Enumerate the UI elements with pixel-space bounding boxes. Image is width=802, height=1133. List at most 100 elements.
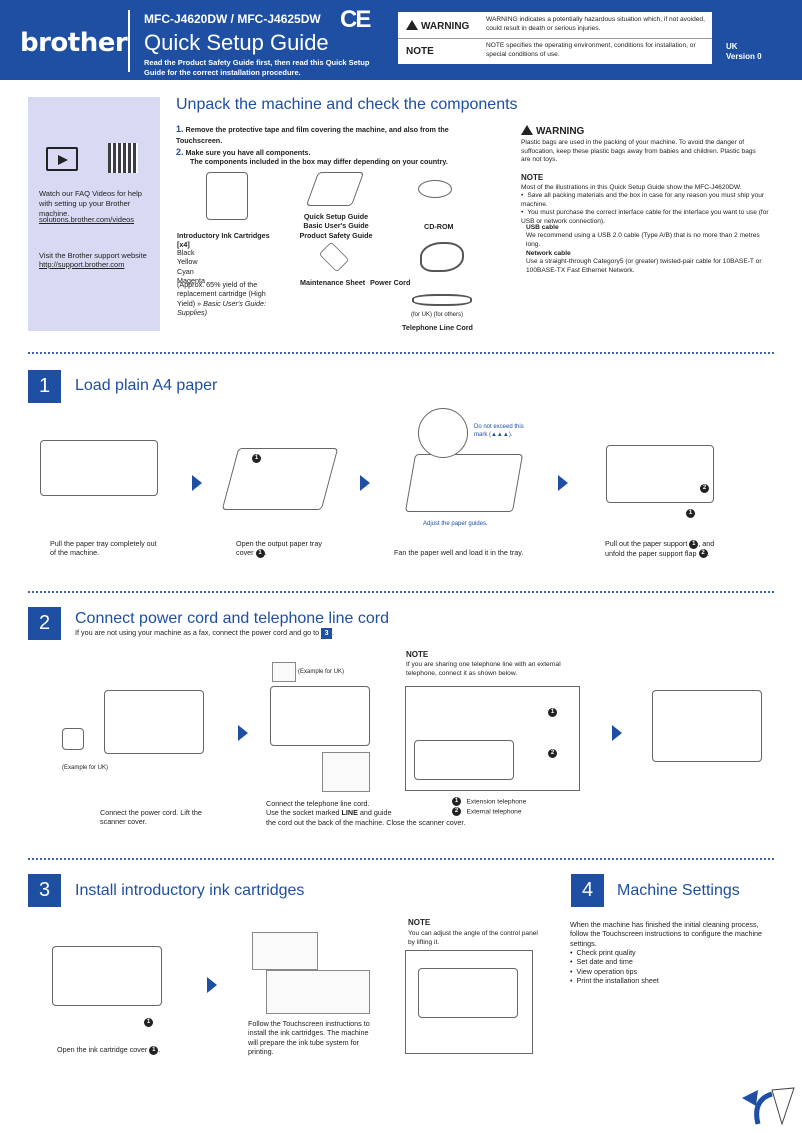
legend-note-key: NOTE	[406, 46, 434, 57]
unpack-title: Unpack the machine and check the compone…	[176, 96, 518, 113]
header-banner: brother MFC-J4620DW / MFC-J4625DW CE Qui…	[0, 0, 802, 80]
section-divider	[28, 352, 774, 354]
read-first-note: Read the Product Safety Guide first, the…	[144, 58, 370, 77]
step4-title: Machine Settings	[617, 882, 740, 899]
doc-item: Quick Setup Guide	[303, 212, 369, 221]
step2-caption-2: Connect the telephone line cord. Use the…	[266, 799, 466, 827]
ink-color: Magenta	[177, 276, 205, 286]
support-link[interactable]: http://support.brother.com	[39, 260, 125, 269]
next-arrow-icon	[558, 475, 568, 491]
documents-illustration	[305, 172, 365, 206]
step2-caption-1: Connect the power cord. Lift the scanner…	[100, 808, 202, 827]
section-divider	[28, 858, 774, 860]
callout-1-icon: 1	[452, 797, 461, 806]
step2-title: Connect power cord and telephone line co…	[75, 610, 389, 627]
list-item: Set date and time	[570, 957, 770, 966]
documents-list: Quick Setup Guide Basic User's Guide Pro…	[296, 212, 376, 240]
step3-title: Install introductory ink cartridges	[75, 882, 305, 899]
step1-caption-4: Pull out the paper support 1, and unfold…	[605, 539, 715, 559]
callout-1-icon: 1	[548, 704, 557, 722]
step1-number: 1	[28, 370, 61, 403]
version-label: Version 0	[726, 51, 762, 61]
external-telephone-legend: 2 External telephone	[452, 806, 526, 817]
next-arrow-icon	[207, 977, 217, 993]
step4-intro: When the machine has finished the initia…	[570, 920, 763, 948]
step1-caption-2: Open the output paper tray cover 1.	[236, 539, 322, 558]
shared-line-diagram	[405, 686, 580, 791]
callout-2-icon: 2	[698, 549, 708, 559]
usb-cable-title: USB cable	[526, 224, 559, 231]
exceed-mark-zoom-illustration	[418, 408, 468, 458]
unpack-step1: 1. Remove the protective tape and film c…	[176, 124, 449, 145]
ink-color-list: Black Yellow Cyan Magenta	[177, 248, 205, 285]
list-item: You must purchase the correct interface …	[521, 209, 771, 226]
step1-title: Load plain A4 paper	[75, 377, 218, 394]
telephone-cord-label: Telephone Line Cord	[402, 323, 473, 332]
brand-logo: brother	[20, 28, 128, 58]
power-cord-connect-illustration	[104, 690, 204, 754]
line-socket-zoom-illustration	[322, 752, 370, 792]
ink-color: Cyan	[177, 266, 194, 276]
section-divider	[28, 591, 774, 593]
ink-color: Black	[177, 248, 195, 257]
callout-1-icon: 1	[686, 505, 695, 523]
step1-caption-3: Fan the paper well and load it in the tr…	[394, 548, 524, 557]
step3-caption-2: Follow the Touchscreen instructions to i…	[248, 1019, 370, 1057]
doc-item: Product Safety Guide	[299, 230, 373, 240]
callout-2-icon: 2	[452, 806, 461, 816]
printer-tray-illustration	[40, 440, 158, 496]
legend-warning-text: WARNING indicates a potentially hazardou…	[486, 16, 705, 32]
page-title: Quick Setup Guide	[144, 30, 329, 55]
page-turn-icon[interactable]	[738, 1086, 796, 1128]
region-version: UK Version 0	[726, 42, 762, 61]
unpack-note-intro: Most of the illustrations in this Quick …	[521, 184, 742, 191]
step2-note-heading: NOTE	[406, 650, 429, 659]
faq-link[interactable]: solutions.brother.com/videos	[39, 215, 135, 224]
unpack-step2b: The components included in the box may d…	[190, 157, 448, 166]
step3-caption-1: Open the ink cartridge cover 1.	[57, 1045, 161, 1055]
example-uk-label: (Example for UK)	[62, 765, 109, 771]
unpack-step2: 2. Make sure you have all components.	[176, 147, 311, 157]
power-cord-label: Power Cord	[370, 278, 411, 287]
wall-socket-illustration	[62, 728, 84, 750]
ink-cover-illustration	[52, 946, 162, 1006]
step3-note-heading: NOTE	[408, 918, 431, 927]
legend-note-text: NOTE specifies the operating environment…	[486, 42, 696, 58]
list-item: Save all packing materials and the box i…	[521, 192, 771, 209]
close-scanner-illustration	[652, 690, 762, 762]
cartridge-unpack-illustration	[252, 932, 318, 970]
unpack-warning-heading: WARNING	[521, 125, 584, 138]
region-label: UK	[726, 42, 738, 51]
list-item: Print the installation sheet	[570, 976, 770, 985]
legend-separator	[398, 38, 712, 39]
power-cord-illustration	[420, 242, 464, 272]
telephone-line-connect-illustration	[270, 686, 370, 746]
ink-count: [x4]	[177, 240, 190, 249]
ink-yield: (Approx. 65% yield of the replacement ca…	[177, 280, 266, 318]
step2-number: 2	[28, 607, 61, 640]
callout-2-icon: 2	[700, 480, 709, 498]
model-name: MFC-J4620DW / MFC-J4625DW	[144, 12, 321, 26]
cdrom-illustration	[418, 180, 452, 198]
next-arrow-icon	[612, 725, 622, 741]
help-sidebar: Watch our FAQ Videos for help with setti…	[28, 97, 160, 331]
step1-caption-1: Pull the paper tray completely out of th…	[50, 539, 157, 558]
unpack-note-list: Save all packing materials and the box i…	[521, 192, 771, 226]
network-cable-text: Use a straight-through Category5 (or gre…	[526, 258, 762, 274]
support-text: Visit the Brother support website	[39, 251, 147, 260]
callout-1-icon: 1	[689, 539, 699, 549]
next-arrow-icon	[238, 725, 248, 741]
example-uk-label: (Example for UK)	[298, 669, 345, 675]
ink-cartridges-illustration	[206, 172, 248, 220]
telephone-cord-illustration	[412, 294, 472, 306]
control-panel-diagram	[405, 950, 533, 1054]
doc-item: Basic User's Guide	[303, 221, 369, 231]
cdrom-label: CD-ROM	[424, 222, 454, 231]
step2-subtitle: If you are not using your machine as a f…	[75, 628, 335, 639]
cartridge-install-illustration	[266, 970, 370, 1014]
legend-warning-key: WARNING	[406, 20, 469, 32]
warning-triangle-icon	[521, 125, 533, 135]
control-panel-illustration	[418, 968, 518, 1018]
ink-title: Introductory Ink Cartridges	[177, 231, 270, 240]
ce-mark-icon: CE	[340, 6, 371, 33]
